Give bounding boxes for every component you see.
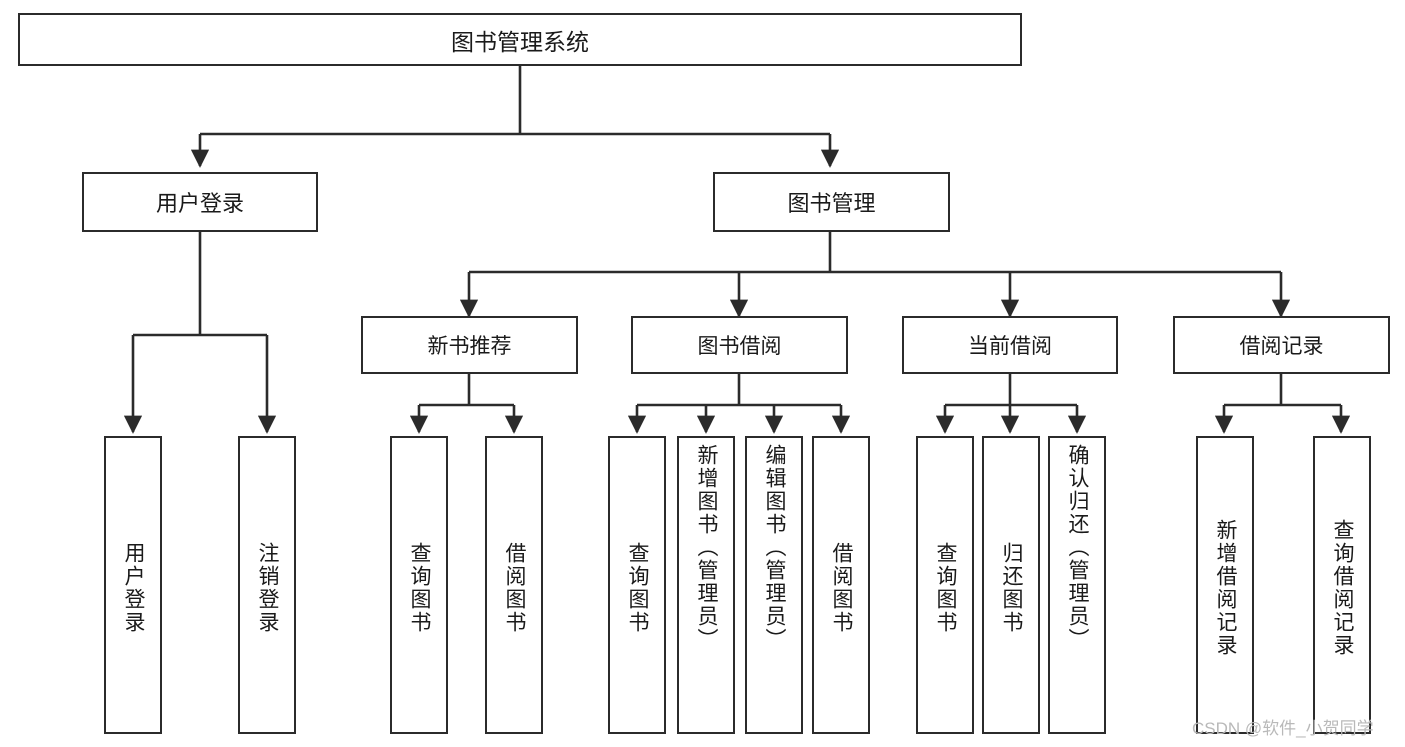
leaf-borrow-book[interactable]: 借阅图书 (812, 436, 870, 734)
node-book-borrow[interactable]: 图书借阅 (631, 316, 848, 374)
node-label: 借阅图书 (830, 542, 854, 634)
leaf-return-book[interactable]: 归还图书 (982, 436, 1040, 734)
leaf-edit-book-admin[interactable]: 编辑图书（管理员） (745, 436, 803, 734)
node-user-login[interactable]: 用户登录 (82, 172, 318, 232)
leaf-query-book-recommend[interactable]: 查询图书 (390, 436, 448, 734)
node-label: 新书推荐 (427, 335, 512, 358)
node-label: 编辑图书（管理员） (763, 444, 787, 651)
node-root-system[interactable]: 图书管理系统 (18, 13, 1022, 66)
node-label: 归还图书 (1000, 542, 1024, 634)
node-label: 用户登录 (155, 191, 244, 216)
leaf-user-login[interactable]: 用户登录 (104, 436, 162, 734)
node-label: 查询借阅记录 (1331, 519, 1355, 657)
node-current-borrow[interactable]: 当前借阅 (902, 316, 1118, 374)
node-label: 注销登录 (256, 542, 280, 634)
node-borrow-record[interactable]: 借阅记录 (1173, 316, 1390, 374)
node-book-management[interactable]: 图书管理 (713, 172, 950, 232)
leaf-query-borrow-record[interactable]: 查询借阅记录 (1313, 436, 1371, 734)
node-label: 查询图书 (934, 542, 958, 634)
node-new-book-recommend[interactable]: 新书推荐 (361, 316, 578, 374)
leaf-query-book-current[interactable]: 查询图书 (916, 436, 974, 734)
node-label: 新增借阅记录 (1214, 519, 1238, 657)
node-label: 图书管理系统 (451, 28, 589, 55)
leaf-add-book-admin[interactable]: 新增图书（管理员） (677, 436, 735, 734)
leaf-borrow-book-recommend[interactable]: 借阅图书 (485, 436, 543, 734)
node-label: 图书管理 (787, 191, 876, 216)
node-label: 用户登录 (122, 542, 146, 634)
leaf-query-book-borrow[interactable]: 查询图书 (608, 436, 666, 734)
leaf-logout[interactable]: 注销登录 (238, 436, 296, 734)
node-label: 查询图书 (626, 542, 650, 634)
node-label: 查询图书 (408, 542, 432, 634)
node-label: 确认归还（管理员） (1066, 444, 1090, 651)
node-label: 图书借阅 (697, 335, 782, 358)
csdn-watermark: CSDN @软件_小贺同学 (1192, 719, 1374, 738)
node-label: 新增图书（管理员） (695, 444, 719, 651)
node-label: 借阅记录 (1239, 335, 1324, 358)
node-label: 当前借阅 (968, 335, 1052, 358)
leaf-confirm-return-admin[interactable]: 确认归还（管理员） (1048, 436, 1106, 734)
node-label: 借阅图书 (503, 542, 527, 634)
leaf-add-borrow-record[interactable]: 新增借阅记录 (1196, 436, 1254, 734)
